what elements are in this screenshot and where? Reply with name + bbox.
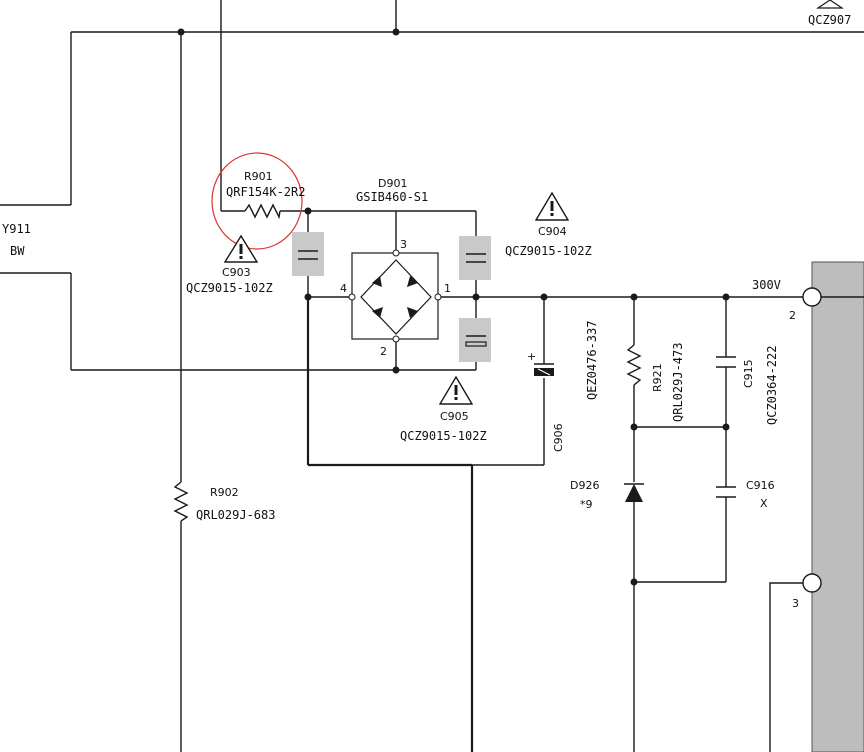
r902-resistor bbox=[173, 481, 189, 522]
label-d901-part: GSIB460-S1 bbox=[356, 190, 428, 204]
c906-electrolytic-capacitor: + bbox=[527, 350, 554, 376]
label-d901-ref: D901 bbox=[378, 177, 407, 190]
label-c906-part: QEZ0476-337 bbox=[585, 321, 599, 400]
label-r901-part: QRF154K-2R2 bbox=[226, 185, 305, 199]
r901-resistor bbox=[244, 203, 281, 220]
r901-highlight-circle bbox=[211, 152, 303, 250]
label-pin2: 2 bbox=[380, 345, 387, 358]
label-c906-ref: C906 bbox=[552, 423, 565, 452]
label-pin3: 3 bbox=[400, 238, 407, 251]
label-r901-ref: R901 bbox=[244, 170, 273, 183]
label-c916-ref: C916 bbox=[746, 479, 775, 492]
label-c903-part: QCZ9015-102Z bbox=[186, 281, 273, 295]
warning-triangle-icon bbox=[223, 234, 259, 263]
label-c904-ref: C904 bbox=[538, 225, 567, 238]
d901-bridge-rectifier bbox=[348, 249, 442, 343]
label-d926-note: *9 bbox=[580, 498, 593, 511]
label-c904-part: QCZ9015-102Z bbox=[505, 244, 592, 258]
label-c915-part: QCZ0364-222 bbox=[765, 346, 779, 425]
warning-triangle-icon bbox=[816, 0, 844, 9]
label-pin1: 1 bbox=[444, 282, 451, 295]
label-c905-ref: C905 bbox=[440, 410, 469, 423]
label-d926-ref: D926 bbox=[570, 479, 599, 492]
r921-resistor bbox=[626, 344, 642, 386]
label-c905-part: QCZ9015-102Z bbox=[400, 429, 487, 443]
label-connector-pin2: 2 bbox=[789, 309, 796, 322]
label-y911: Y911 bbox=[2, 222, 31, 236]
label-top-right: QCZ907 bbox=[808, 13, 851, 27]
label-c915-ref: C915 bbox=[742, 359, 755, 388]
connector-block bbox=[811, 261, 864, 752]
connector-pin-2 bbox=[802, 287, 822, 307]
label-c916-value: X bbox=[760, 497, 768, 510]
warning-triangle-icon bbox=[438, 375, 474, 405]
d926-diode bbox=[625, 484, 643, 502]
label-c903-ref: C903 bbox=[222, 266, 251, 279]
label-r902-ref: R902 bbox=[210, 486, 239, 499]
label-connector-pin3: 3 bbox=[792, 597, 799, 610]
label-bw: BW bbox=[10, 244, 25, 258]
label-r921-part: QRL029J-473 bbox=[671, 343, 685, 422]
connector-pin-3 bbox=[802, 573, 822, 593]
label-pin4: 4 bbox=[340, 282, 347, 295]
label-r902-part: QRL029J-683 bbox=[196, 508, 275, 522]
warning-triangle-icon bbox=[534, 191, 570, 221]
label-voltage: 300V bbox=[752, 278, 781, 292]
svg-text:+: + bbox=[527, 350, 536, 363]
label-r921-ref: R921 bbox=[651, 363, 664, 392]
